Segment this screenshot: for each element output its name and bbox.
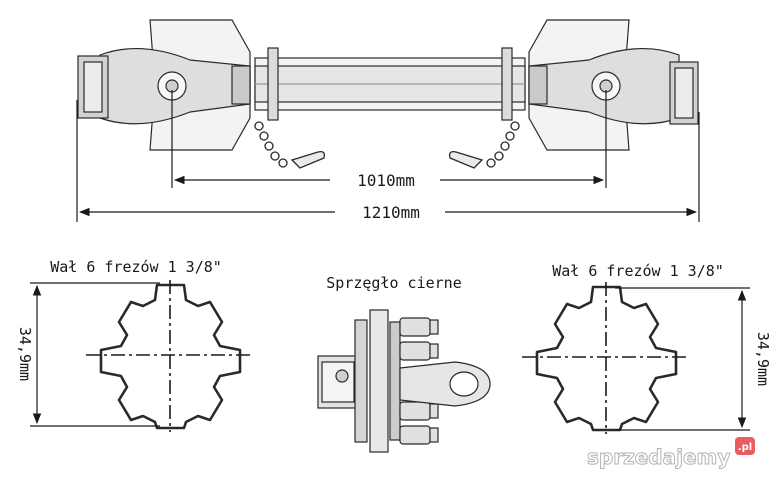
clutch-title: Sprzęgło cierne [326,274,461,292]
right-diameter-dimension [615,287,750,431]
inner-length-label: 1010mm [357,171,415,190]
right-spline-title: Wał 6 frezów 1 3/8" [552,262,724,280]
clutch-plate-outer [354,319,368,443]
left-diameter-label: 34,9mm [16,327,34,381]
watermark-badge [735,437,755,455]
left-safety-chain [254,121,326,169]
left-spline-profile [86,280,252,432]
watermark-logo: sprzedajemy .pl [587,437,755,470]
right-spline-profile [522,282,688,434]
left-diameter-dimension [30,282,160,427]
clutch-plate-inner [369,309,389,453]
right-diameter-label: 34,9mm [754,332,772,386]
watermark-text: sprzedajemy [587,445,730,469]
total-length-label: 1210mm [362,203,420,222]
watermark-badge-text: .pl [738,442,752,453]
clutch-springs [399,317,439,445]
clutch-yoke-hole [449,371,479,397]
dimension-lines [76,90,700,222]
left-spline-title: Wał 6 frezów 1 3/8" [50,258,222,276]
pto-shaft [77,19,699,151]
friction-clutch [317,309,491,453]
right-safety-chain [448,121,520,169]
